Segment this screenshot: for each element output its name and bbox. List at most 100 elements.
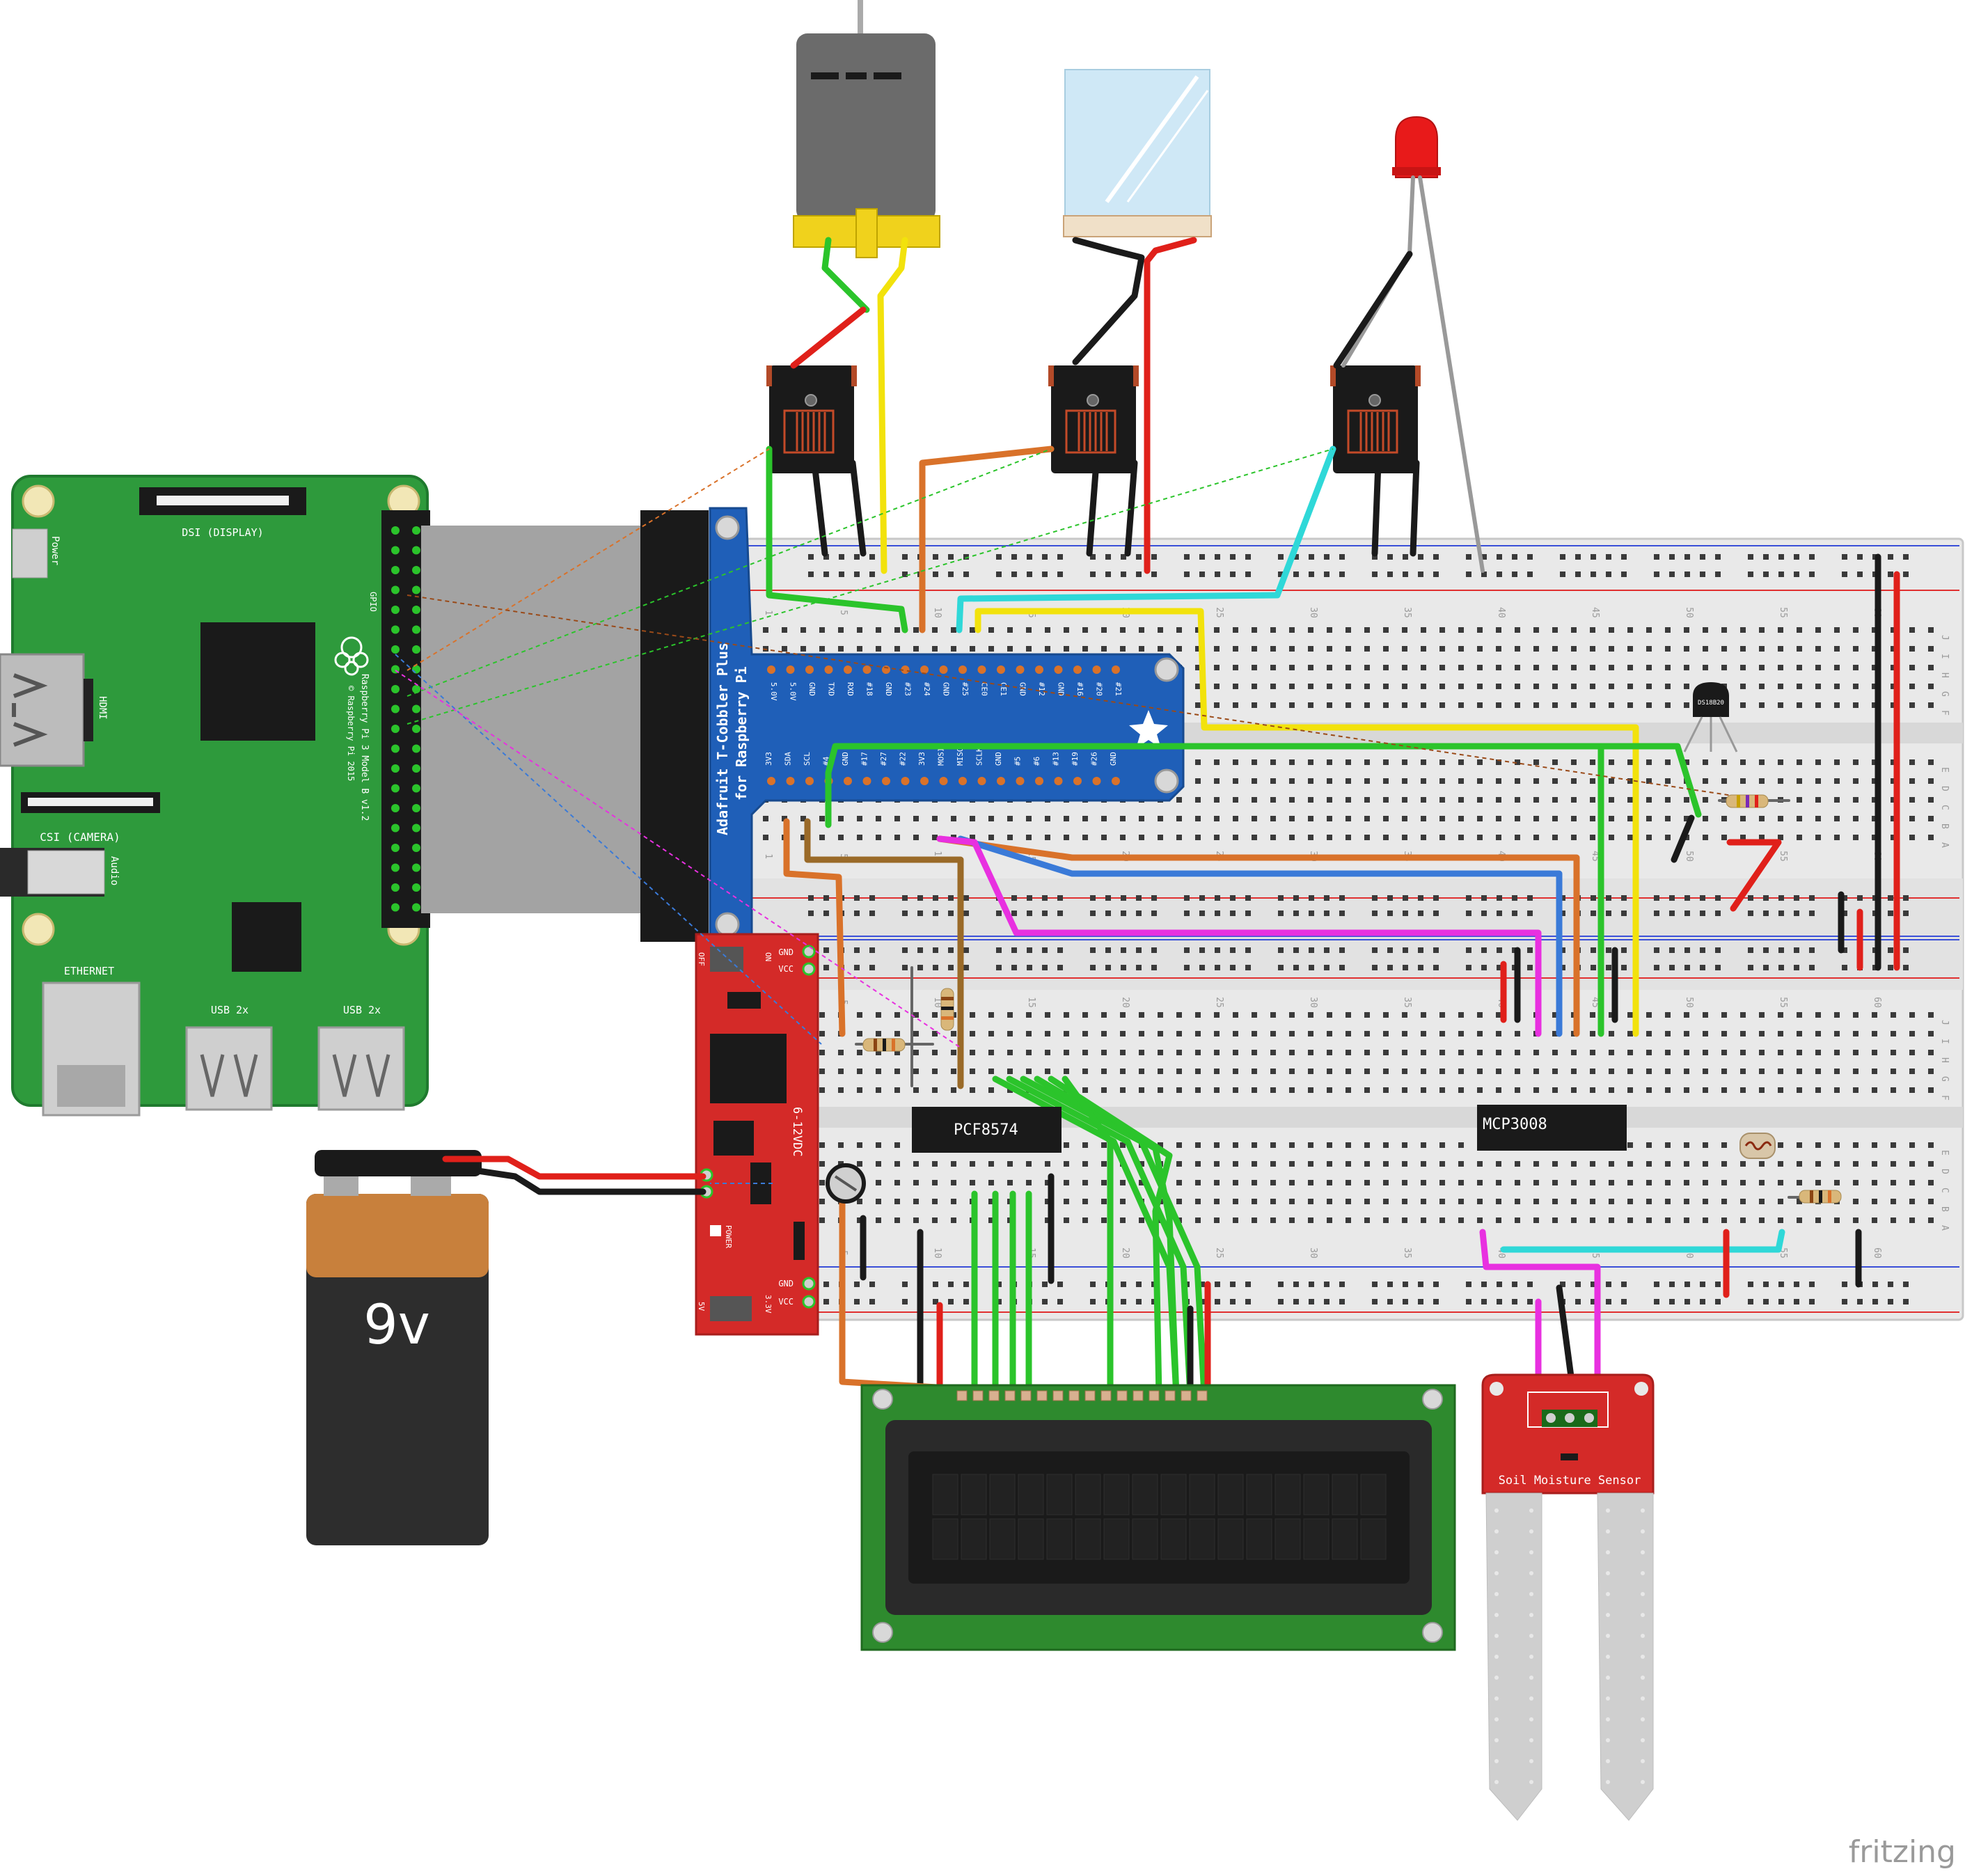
breadboard-hole xyxy=(1195,835,1201,840)
rail-hole xyxy=(1090,965,1096,970)
breadboard-hole xyxy=(1590,759,1595,765)
rail-hole xyxy=(1715,965,1721,970)
breadboard-hole xyxy=(1872,702,1877,708)
rail-hole xyxy=(1794,911,1799,916)
rail-hole xyxy=(1199,911,1205,916)
breadboard-hole xyxy=(1853,627,1859,633)
breadboard-hole xyxy=(1064,1050,1069,1055)
breadboard-hole xyxy=(1252,627,1257,633)
rail-hole xyxy=(1606,1282,1611,1287)
breadboard-hole xyxy=(951,1161,956,1167)
breadboard-hole xyxy=(1101,816,1107,821)
rail-hole xyxy=(1042,1299,1048,1304)
breadboard-hole xyxy=(1345,835,1351,840)
breadboard-hole xyxy=(932,816,938,821)
column-number: 30 xyxy=(1308,997,1318,1008)
rail-hole xyxy=(839,572,844,577)
breadboard-hole xyxy=(1627,816,1633,821)
breadboard-hole xyxy=(1214,627,1220,633)
rail-hole xyxy=(1387,895,1393,901)
breadboard-hole xyxy=(1834,1142,1840,1148)
rail-hole xyxy=(1105,911,1111,916)
probe-dot xyxy=(1529,1592,1533,1596)
rail-hole xyxy=(1230,947,1236,953)
breadboard-hole xyxy=(1158,1087,1163,1093)
breadboard-hole xyxy=(1402,778,1407,784)
breadboard-hole xyxy=(838,646,844,652)
breadboard-hole xyxy=(1872,1031,1877,1036)
breadboard-hole xyxy=(1571,835,1577,840)
breadboard-hole xyxy=(1252,646,1257,652)
breadboard-hole xyxy=(1458,684,1464,689)
audio-jack-body xyxy=(27,850,105,894)
breadboard-hole xyxy=(894,1031,900,1036)
row-letter: D xyxy=(1939,1169,1950,1174)
breadboard-hole xyxy=(894,1199,900,1204)
rail-hole xyxy=(996,965,1002,970)
probe-dot xyxy=(1606,1613,1610,1617)
switch-top[interactable] xyxy=(710,947,743,972)
breadboard-hole xyxy=(1515,665,1520,670)
breadboard-hole xyxy=(1759,1050,1765,1055)
cobbler-pin xyxy=(805,777,814,785)
breadboard-hole xyxy=(1797,702,1802,708)
breadboard-hole xyxy=(1439,816,1445,821)
probe-dot xyxy=(1529,1717,1533,1721)
breadboard-hole xyxy=(1195,1217,1201,1223)
breadboard-hole xyxy=(1646,1031,1652,1036)
breadboard-hole xyxy=(1853,797,1859,803)
cobbler-pin-label: #12 xyxy=(1037,682,1046,696)
breadboard-hole xyxy=(1834,1012,1840,1018)
breadboard-hole xyxy=(1815,684,1821,689)
rail-hole xyxy=(1309,572,1314,577)
breadboard-hole xyxy=(1308,1069,1313,1074)
switch-bottom[interactable] xyxy=(710,1296,752,1321)
row-letter: J xyxy=(1939,1020,1950,1025)
breadboard-hole xyxy=(1345,665,1351,670)
breadboard-hole xyxy=(1139,1069,1144,1074)
rail-hole xyxy=(902,572,908,577)
breadboard-hole xyxy=(1082,1087,1088,1093)
regulator xyxy=(713,1121,754,1156)
rail-hole xyxy=(1151,947,1157,953)
breadboard-hole xyxy=(1101,1142,1107,1148)
breadboard-hole xyxy=(1327,1142,1332,1148)
battery-top xyxy=(306,1194,489,1277)
pm-33v-label: 3.3V xyxy=(764,1295,773,1314)
breadboard-hole xyxy=(1571,778,1577,784)
rail-hole xyxy=(1418,911,1423,916)
lcd-cell xyxy=(1103,1518,1130,1560)
gpio-pin xyxy=(391,883,400,892)
cobbler-pin-label: CE0 xyxy=(980,682,989,696)
breadboard-hole xyxy=(1327,1087,1332,1093)
breadboard-hole xyxy=(1928,627,1934,633)
cobbler-pin-label: #20 xyxy=(1095,682,1104,696)
breadboard-hole xyxy=(1345,1199,1351,1204)
breadboard-hole xyxy=(951,646,956,652)
breadboard-hole xyxy=(1064,646,1069,652)
rail-hole xyxy=(1842,1282,1847,1287)
breadboard-hole xyxy=(1646,797,1652,803)
rail-hole xyxy=(1121,965,1126,970)
breadboard-hole xyxy=(1797,665,1802,670)
breadboard-hole xyxy=(1891,1031,1896,1036)
breadboard-hole xyxy=(894,1217,900,1223)
rail-hole xyxy=(948,895,954,901)
rail-hole xyxy=(1011,965,1017,970)
row-letter: E xyxy=(1939,1150,1950,1156)
usb-icon xyxy=(200,1054,258,1097)
rail-hole xyxy=(1433,572,1439,577)
breadboard-hole xyxy=(1571,1087,1577,1093)
breadboard-hole xyxy=(1928,1161,1934,1167)
breadboard-hole xyxy=(1552,759,1558,765)
column-number: 60 xyxy=(1872,1247,1882,1259)
rail-hole xyxy=(1199,895,1205,901)
probe-dot xyxy=(1529,1676,1533,1680)
breadboard-hole xyxy=(1533,1050,1539,1055)
breadboard-hole xyxy=(1853,646,1859,652)
row-letter: A xyxy=(1939,1225,1950,1231)
rail-hole xyxy=(1184,895,1190,901)
breadboard-hole xyxy=(1515,1087,1520,1093)
rail-hole xyxy=(1278,947,1284,953)
breadboard-hole xyxy=(1101,1031,1107,1036)
